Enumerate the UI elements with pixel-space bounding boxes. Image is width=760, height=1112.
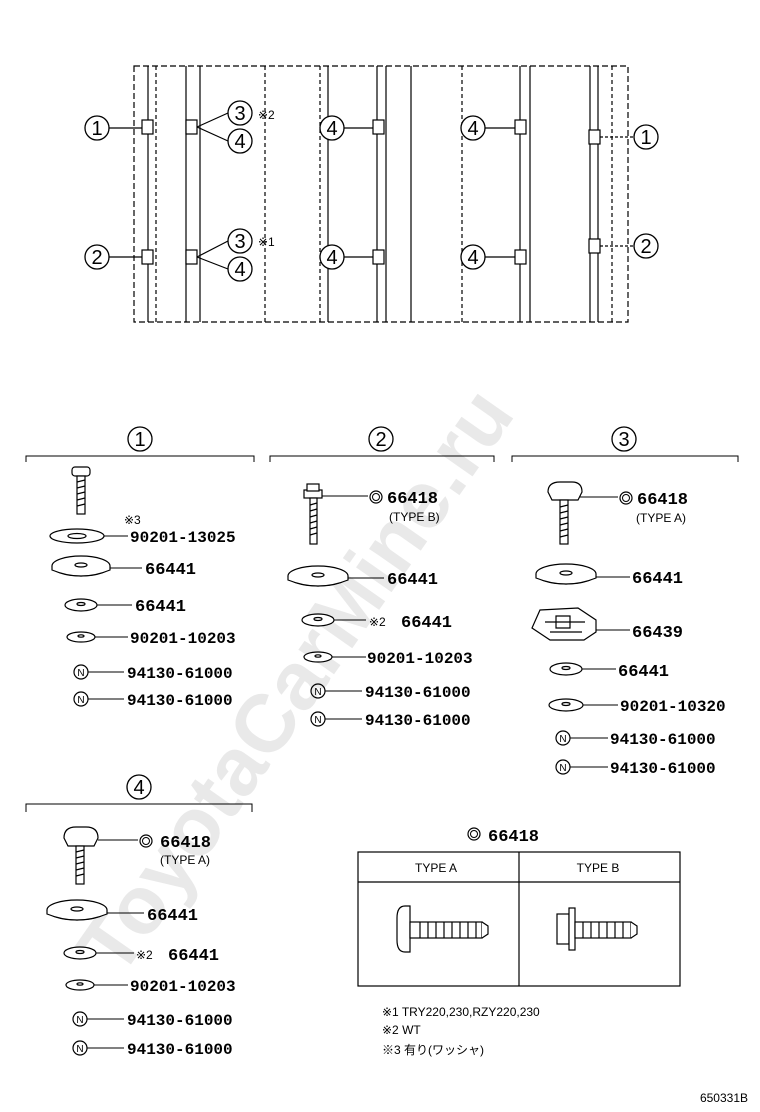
group3-part-6: 94130-61000 bbox=[610, 731, 716, 749]
group1-part-2: 66441 bbox=[145, 561, 196, 580]
group1-part-4: 90201-10203 bbox=[130, 630, 236, 648]
type-a-bolt-drawing bbox=[396, 905, 489, 953]
overview-leaders bbox=[109, 112, 634, 270]
svg-text:2: 2 bbox=[375, 429, 386, 451]
svg-text:4: 4 bbox=[326, 247, 337, 269]
group2-drawings bbox=[287, 483, 349, 663]
overview-fasteners bbox=[141, 119, 601, 265]
group4-part-5: 94130-61000 bbox=[127, 1012, 233, 1030]
group4-nut-icon bbox=[72, 1011, 88, 1027]
group2-part-3: 66441 bbox=[401, 614, 452, 633]
type-table bbox=[357, 851, 681, 987]
group2-part-5: 94130-61000 bbox=[365, 684, 471, 702]
overview-frame bbox=[133, 65, 629, 323]
group3-part-5: 90201-10320 bbox=[620, 698, 726, 716]
svg-text:4: 4 bbox=[467, 247, 478, 269]
svg-text:4: 4 bbox=[234, 131, 245, 153]
group4-type: (TYPE A) bbox=[160, 853, 210, 867]
group4-leaders bbox=[87, 839, 144, 1049]
group3-part-4: 66441 bbox=[618, 663, 669, 682]
group1-note3: ※3 bbox=[124, 513, 141, 527]
svg-text:1: 1 bbox=[134, 429, 145, 451]
svg-text:2: 2 bbox=[91, 247, 102, 269]
group3-drawings bbox=[531, 481, 597, 712]
group3-part-3: 66439 bbox=[632, 624, 683, 643]
type-table-col-b: TYPE B bbox=[577, 861, 620, 875]
group2-part-2: 66441 bbox=[387, 571, 438, 590]
overview-callout-labels: 1 2 3 4 3 4 4 4 4 4 1 2 bbox=[91, 103, 651, 281]
group2-part-6: 94130-61000 bbox=[365, 712, 471, 730]
group2-mark: ※2 bbox=[369, 615, 386, 629]
footnote-3: ※3 有り(ワッシャ) bbox=[382, 1043, 484, 1057]
type-b-bolt-drawing bbox=[556, 907, 638, 951]
overview-note-2: ※2 bbox=[258, 108, 275, 122]
group4-part-6: 94130-61000 bbox=[127, 1041, 233, 1059]
group1-nut-icon bbox=[73, 664, 89, 680]
group4-part-3: 66441 bbox=[168, 947, 219, 966]
group4-nut-icon bbox=[72, 1040, 88, 1056]
group3-part-1: 66418 bbox=[637, 491, 688, 510]
group4-part-1: 66418 bbox=[160, 834, 211, 853]
type-table-col-a: TYPE A bbox=[415, 861, 457, 875]
group-brackets bbox=[25, 455, 739, 812]
group1-part-6: 94130-61000 bbox=[127, 692, 233, 710]
svg-text:4: 4 bbox=[326, 118, 337, 140]
type-table-title: 66418 bbox=[488, 828, 539, 847]
svg-text:3: 3 bbox=[618, 429, 629, 451]
svg-text:1: 1 bbox=[91, 118, 102, 140]
group1-part-5: 94130-61000 bbox=[127, 665, 233, 683]
group2-type: (TYPE B) bbox=[389, 510, 440, 524]
group3-part-7: 94130-61000 bbox=[610, 760, 716, 778]
group2-part-4: 90201-10203 bbox=[367, 650, 473, 668]
group3-part-2: 66441 bbox=[632, 570, 683, 589]
group1-part-3: 66441 bbox=[135, 598, 186, 617]
svg-text:3: 3 bbox=[234, 103, 245, 125]
overview-note-1: ※1 bbox=[258, 235, 275, 249]
group3-nut-icon bbox=[555, 730, 571, 746]
svg-text:2: 2 bbox=[640, 236, 651, 258]
group3-dblcircle-icon bbox=[619, 491, 633, 505]
group1-part-1: 90201-13025 bbox=[130, 529, 236, 547]
group4-mark: ※2 bbox=[136, 948, 153, 962]
group4-part-2: 66441 bbox=[147, 907, 198, 926]
group3-nut-icon bbox=[555, 759, 571, 775]
svg-text:4: 4 bbox=[467, 118, 478, 140]
footnote-2: ※2 WT bbox=[382, 1023, 421, 1037]
group4-part-4: 90201-10203 bbox=[130, 978, 236, 996]
group4-drawings bbox=[46, 826, 108, 991]
svg-text:3: 3 bbox=[234, 231, 245, 253]
figure-code: 650331B bbox=[700, 1091, 748, 1105]
svg-text:1: 1 bbox=[640, 127, 651, 149]
type-table-dblcircle-icon bbox=[467, 827, 481, 841]
group3-leaders bbox=[570, 496, 630, 768]
group2-leaders bbox=[322, 495, 384, 720]
group1-leaders bbox=[88, 535, 142, 700]
svg-text:4: 4 bbox=[133, 777, 144, 799]
group3-type: (TYPE A) bbox=[636, 511, 686, 525]
group2-part-1: 66418 bbox=[387, 490, 438, 509]
group-header-circles bbox=[126, 426, 637, 800]
group1-nut-icon bbox=[73, 691, 89, 707]
group1-drawings bbox=[49, 466, 111, 643]
footnote-1: ※1 TRY220,230,RZY220,230 bbox=[382, 1005, 540, 1019]
overview-callouts bbox=[84, 100, 659, 282]
svg-text:4: 4 bbox=[234, 259, 245, 281]
group-header-labels: 1 2 3 4 bbox=[133, 429, 629, 799]
